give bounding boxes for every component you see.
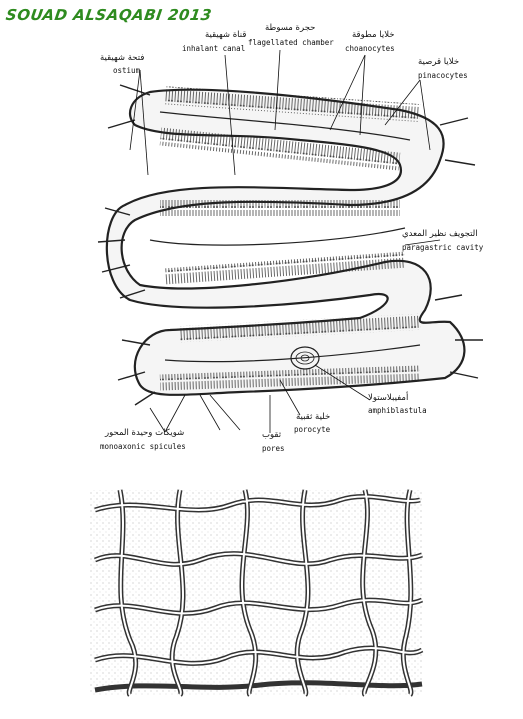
label-pinacocytes-ar: خلايا قرصية xyxy=(418,57,459,67)
label-amphiblastula-ar: أمفيبلاستولا xyxy=(368,393,408,403)
label-amphiblastula-en: amphiblastula xyxy=(368,406,427,416)
label-paragastric-cavity-ar: التجويف نظير المعدي xyxy=(402,229,478,239)
label-ostium-ar: فتحة شهيقية xyxy=(100,53,144,63)
author-credit: SOUAD ALSAQABI 2013 xyxy=(5,6,213,24)
label-pinacocytes-en: pinacocytes xyxy=(418,71,468,81)
label-porocyte-en: porocyte xyxy=(294,425,330,435)
label-inhalant-canal-en: inhalant canal xyxy=(182,44,245,54)
label-ostium-en: ostium xyxy=(113,66,140,76)
label-monoaxonic-spicules-ar: شويكات وحيدة المحور xyxy=(105,428,184,438)
label-choanocytes-en: choanocytes xyxy=(345,44,395,54)
spongin-network xyxy=(90,490,423,695)
label-pores-en: pores xyxy=(262,444,285,454)
label-paragastric-cavity-en: paragastric cavity xyxy=(402,243,483,253)
label-flagellated-chamber-ar: حجرة مسوطة xyxy=(265,23,315,33)
label-pores-ar: ثقوب xyxy=(262,430,281,440)
label-inhalant-canal-ar: قناة شهيقية xyxy=(205,30,246,40)
label-monoaxonic-spicules-en: monoaxonic spicules xyxy=(100,442,186,452)
label-porocyte-ar: خلية ثقبية xyxy=(296,412,330,422)
label-choanocytes-ar: خلايا مطوقة xyxy=(352,30,395,40)
label-flagellated-chamber-en: flagellated chamber xyxy=(248,38,334,48)
